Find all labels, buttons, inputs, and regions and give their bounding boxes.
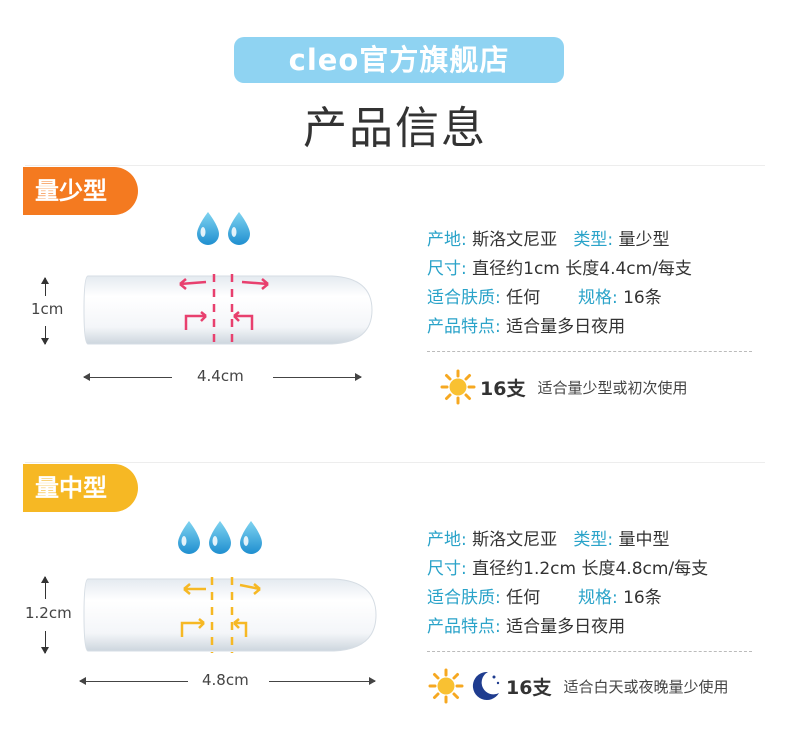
diameter-dimension	[36, 576, 56, 654]
water-drop-icon	[228, 212, 250, 245]
store-banner: cleo官方旗舰店	[234, 37, 564, 83]
length-arrow-left	[79, 677, 188, 685]
product-specs: 产地: 斯洛文尼亚 类型: 量中型 尺寸: 直径约1.2cm 长度4.8cm/每…	[427, 530, 709, 637]
type-tag: 量中型	[23, 464, 138, 512]
divider	[25, 165, 765, 166]
sun-icon	[440, 369, 476, 405]
absorbency-drops	[175, 519, 265, 555]
length-label: 4.4cm	[197, 367, 244, 385]
usage-desc: 适合量少型或初次使用	[537, 378, 688, 397]
absorbency-drops	[194, 210, 253, 246]
length-label: 4.8cm	[202, 671, 249, 689]
usage-info: 16支 适合白天或夜晚量少使用	[428, 668, 728, 704]
water-drop-icon	[178, 521, 200, 554]
length-arrow-left	[83, 373, 172, 381]
tampon-image	[83, 274, 373, 346]
length-arrow-right	[273, 373, 362, 381]
water-drop-icon	[240, 521, 262, 554]
product-section-regular: 量中型 1.2cm 4.8cm 产地: 斯洛文尼亚 类型: 量中型 尺寸: 直径…	[0, 455, 790, 735]
divider	[25, 462, 765, 463]
product-section-light: 量少型 1cm 4.4cm 产地: 斯洛文尼亚 类型: 量少型 尺寸: 直径约1…	[0, 158, 790, 438]
moon-icon	[472, 671, 500, 700]
diameter-label: 1.2cm	[25, 604, 72, 622]
dashed-divider	[427, 351, 752, 352]
water-drop-icon	[197, 212, 219, 245]
pack-count: 16支	[506, 676, 552, 699]
water-drop-icon	[209, 521, 231, 554]
type-tag: 量少型	[23, 167, 138, 215]
pack-count: 16支	[480, 377, 526, 400]
product-specs: 产地: 斯洛文尼亚 类型: 量少型 尺寸: 直径约1cm 长度4.4cm/每支 …	[427, 230, 692, 337]
dashed-divider	[427, 651, 752, 652]
tampon-image	[83, 577, 377, 653]
diameter-dimension	[36, 277, 56, 345]
page-title: 产品信息	[303, 103, 487, 154]
length-arrow-right	[269, 677, 376, 685]
sun-icon	[428, 668, 464, 704]
diameter-label: 1cm	[31, 300, 64, 318]
usage-desc: 适合白天或夜晚量少使用	[563, 677, 729, 696]
usage-info: 16支 适合量少型或初次使用	[440, 369, 687, 405]
